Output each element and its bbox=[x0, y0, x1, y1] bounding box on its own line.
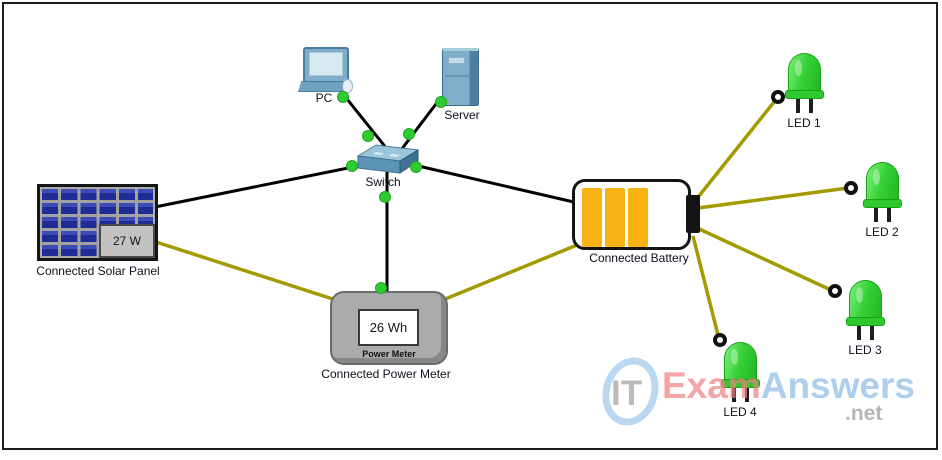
battery-terminal bbox=[686, 195, 700, 233]
cable-solarpanel-powermeter[interactable] bbox=[152, 239, 343, 304]
server-tower-icon bbox=[442, 48, 479, 106]
led-legs bbox=[720, 388, 760, 402]
battery-bar bbox=[582, 188, 602, 247]
device-switch[interactable] bbox=[350, 140, 424, 178]
solar-panel-icon: 27 W bbox=[37, 184, 158, 261]
pc-monitor-icon bbox=[303, 47, 349, 83]
device-led-2[interactable]: LED 2 bbox=[862, 162, 902, 239]
power-meter-title: Power Meter bbox=[362, 349, 416, 359]
switch-port bbox=[389, 154, 400, 157]
device-server[interactable] bbox=[438, 46, 486, 108]
server-slot bbox=[448, 57, 465, 64]
power-meter-reading: 26 Wh bbox=[358, 309, 419, 346]
led2-label: LED 2 bbox=[865, 225, 899, 239]
cable-battery-led2[interactable] bbox=[697, 186, 849, 210]
led1-label: LED 1 bbox=[787, 116, 821, 130]
power-meter-icon: 26 Wh Power Meter bbox=[330, 291, 448, 365]
device-battery[interactable] bbox=[572, 179, 702, 252]
led-legs bbox=[862, 208, 902, 222]
cable-battery-led3[interactable] bbox=[696, 226, 834, 293]
led-legs bbox=[784, 99, 824, 113]
battery-icon bbox=[572, 179, 691, 250]
led-dome-icon bbox=[848, 280, 882, 320]
cable-solarpanel-switch[interactable] bbox=[149, 162, 369, 210]
cable-powermeter-battery[interactable] bbox=[437, 243, 578, 304]
device-led-4[interactable]: LED 4 bbox=[720, 342, 760, 419]
cable-battery-led1[interactable] bbox=[693, 95, 780, 203]
solar-panel-label: Connected Solar Panel bbox=[36, 264, 160, 278]
server-divider bbox=[445, 75, 469, 77]
battery-bar bbox=[605, 188, 625, 247]
pc-label: PC bbox=[315, 91, 333, 105]
device-led-1[interactable]: LED 1 bbox=[784, 53, 824, 130]
led-legs bbox=[845, 326, 885, 340]
led-flange bbox=[720, 379, 760, 388]
pc-screen bbox=[309, 52, 343, 76]
solar-power-reading: 27 W bbox=[99, 224, 155, 258]
led-dome-icon bbox=[787, 53, 821, 93]
led4-label: LED 4 bbox=[723, 405, 757, 419]
device-pc[interactable] bbox=[295, 44, 357, 104]
led3-label: LED 3 bbox=[848, 343, 882, 357]
server-label: Server bbox=[444, 108, 480, 122]
device-solar-panel[interactable]: 27 W bbox=[37, 184, 162, 264]
led-flange bbox=[845, 317, 885, 326]
switch-label: Switch bbox=[365, 175, 401, 189]
led-flange bbox=[784, 90, 824, 99]
device-led-3[interactable]: LED 3 bbox=[845, 280, 885, 357]
battery-bar bbox=[628, 188, 648, 247]
led-dome-icon bbox=[865, 162, 899, 202]
cable-server-switch[interactable] bbox=[399, 99, 441, 151]
battery-label: Connected Battery bbox=[589, 251, 689, 265]
cable-battery-led4[interactable] bbox=[691, 235, 721, 340]
cable-switch-battery[interactable] bbox=[413, 163, 579, 205]
device-power-meter[interactable]: 26 Wh Power Meter bbox=[330, 291, 450, 369]
led-dome-icon bbox=[723, 342, 757, 382]
battery-charge-bars bbox=[582, 188, 648, 247]
switch-port bbox=[373, 152, 384, 155]
led-flange bbox=[862, 199, 902, 208]
power-meter-label: Connected Power Meter bbox=[321, 367, 451, 381]
pc-mouse-icon bbox=[342, 79, 353, 93]
cable-pc-switch[interactable] bbox=[341, 93, 393, 155]
